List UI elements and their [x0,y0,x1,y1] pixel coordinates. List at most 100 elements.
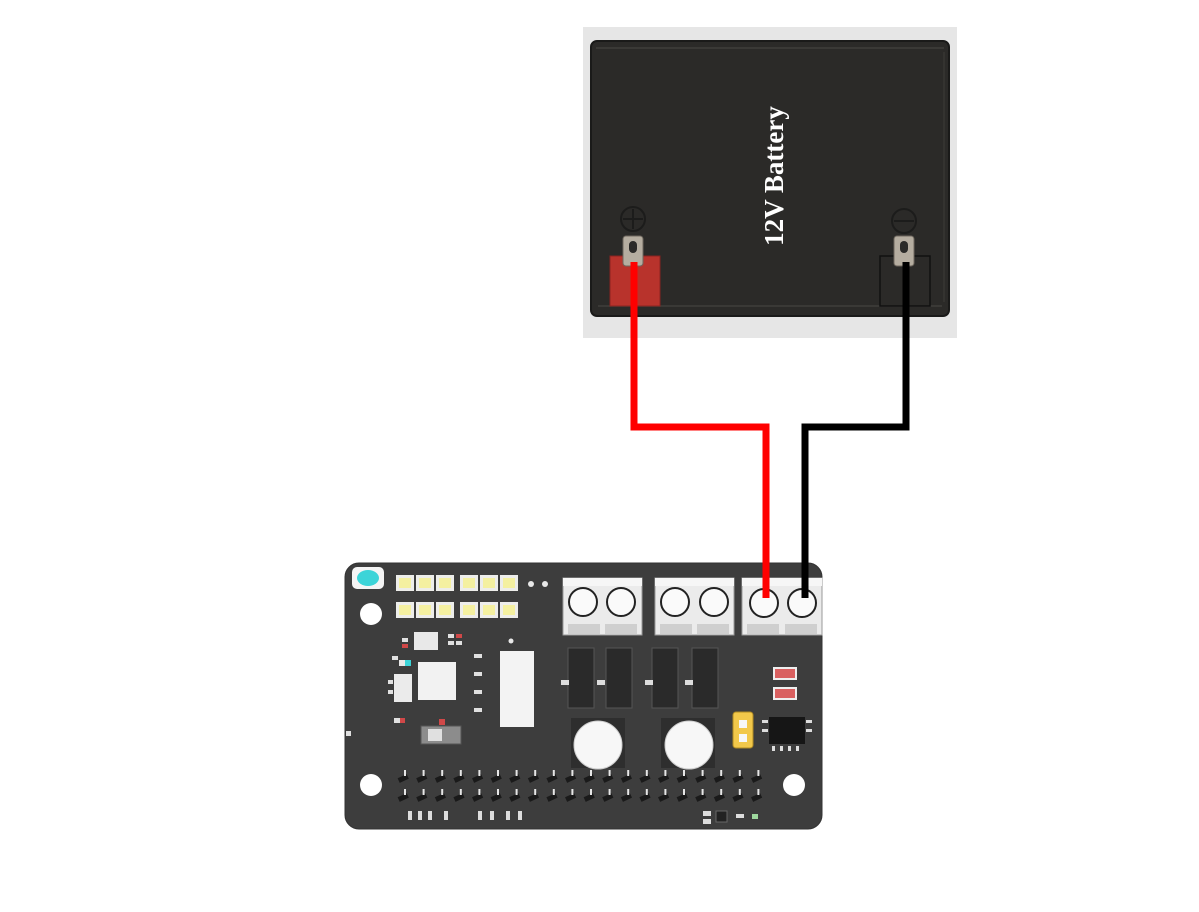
gpio-pin-tip [590,789,592,795]
gpio-pin-tip [627,789,630,795]
gpio-pin-tip [404,770,406,776]
gpio-pin [658,793,670,802]
gpio-pin-tip [422,770,425,776]
battery-label: 12V Battery [759,106,789,246]
gpio-pin-tip [757,770,760,776]
gpio-pin-tip [404,789,406,795]
gpio-pin-tip [590,770,592,776]
mounting-hole [360,774,382,796]
gpio-header [397,770,763,802]
gpio-pin [472,774,484,783]
gpio-pin [620,793,632,802]
gpio-pin [583,774,595,783]
gpio-pin-tip [552,789,555,795]
gpio-pin [416,774,428,783]
gpio-pin-tip [497,770,499,776]
gpio-pin-tip [441,789,444,795]
gpio-pin-tip [701,789,704,795]
gpio-pin [639,774,651,783]
gpio-pin [509,793,521,802]
mounting-hole [783,774,805,796]
gpio-pin-tip [720,789,723,795]
gpio-pin-tip [571,789,574,795]
ic-chip [418,662,456,700]
gpio-pin [751,774,763,783]
regulator-module [500,651,534,727]
capacitors [571,718,715,770]
gpio-pin-tip [459,789,462,795]
gpio-pin-tip [422,789,425,795]
power-switch[interactable] [420,719,462,745]
negative-wire [801,262,910,598]
battery-case [590,40,950,317]
gpio-pin [583,793,595,802]
gpio-pin [490,774,502,783]
gpio-pin-tip [627,770,630,776]
gpio-pin [434,793,446,802]
gpio-pin [676,774,688,783]
gpio-pin [676,793,688,802]
gpio-pin-tip [441,770,444,776]
gpio-pin-tip [738,789,741,795]
gpio-pin [472,793,484,802]
jumper[interactable] [732,711,754,749]
gpio-pin [602,793,614,802]
gpio-pin [397,774,409,783]
gpio-pin-tip [534,789,537,795]
positive-wire [630,262,770,598]
gpio-pin [695,793,707,802]
smd-resistor [773,687,797,700]
status-led-array [396,575,518,618]
ic-chip [769,717,805,744]
gpio-pin [732,793,744,802]
driver-transistors [561,647,719,709]
smd-component [394,674,412,702]
gpio-pin-tip [534,770,537,776]
gpio-pin-tip [608,789,611,795]
motor-a-terminal-block [562,577,643,636]
gpio-pin-tip [515,770,518,776]
gpio-pin [453,774,465,783]
gpio-pin [732,774,744,783]
gpio-pin [546,793,558,802]
gpio-pin [602,774,614,783]
gpio-pin [695,774,707,783]
gpio-pin [713,793,725,802]
gpio-pin-tip [497,789,499,795]
battery: 12V Battery [583,27,957,338]
gpio-pin [416,793,428,802]
gpio-pin [453,793,465,802]
power-input-terminal-block [741,577,823,636]
gpio-pin-tip [683,789,685,795]
gpio-pin-tip [701,770,704,776]
gpio-pin-tip [664,789,667,795]
gpio-pin [434,774,446,783]
gpio-pin-tip [608,770,611,776]
gpio-pin-tip [664,770,667,776]
smd-resistor [773,667,797,680]
gpio-pin-tip [757,789,760,795]
gpio-pin [509,774,521,783]
gpio-pin [751,793,763,802]
gpio-pin [565,774,577,783]
gpio-pin [639,793,651,802]
gpio-pin [713,774,725,783]
gpio-pin-tip [478,770,481,776]
motor-b-terminal-block [654,577,735,636]
gpio-pin [527,793,539,802]
gpio-pin-tip [515,789,518,795]
gpio-pin [620,774,632,783]
minus-icon [891,208,917,234]
gpio-pin-tip [645,789,648,795]
gpio-pin-tip [552,770,555,776]
gpio-pin-tip [720,770,723,776]
gpio-pin [397,793,409,802]
gpio-pin-tip [459,770,462,776]
gpio-pin [546,774,558,783]
gpio-pin-tip [738,770,741,776]
motor-driver-board [344,562,823,830]
gpio-pin [527,774,539,783]
gpio-pin [565,793,577,802]
gpio-pin [658,774,670,783]
